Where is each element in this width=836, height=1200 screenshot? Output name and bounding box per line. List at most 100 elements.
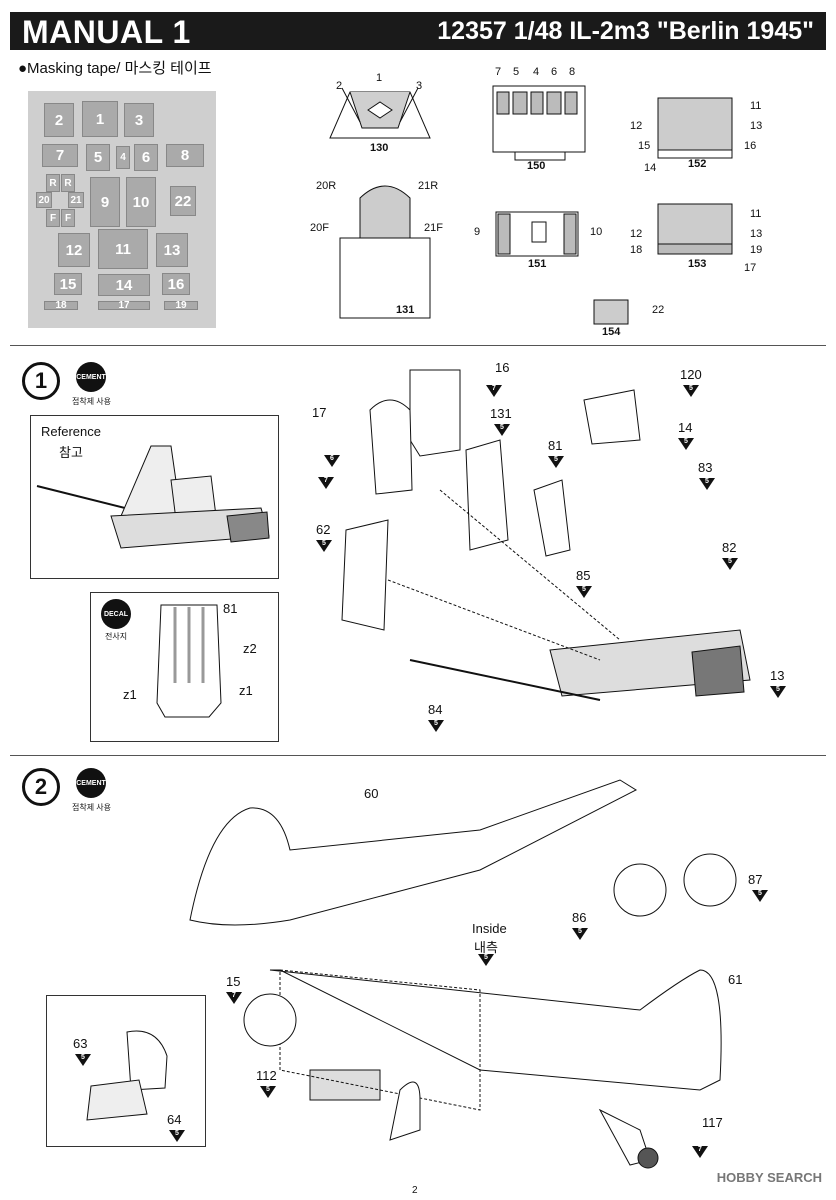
decal-caption: 전사지 bbox=[105, 632, 128, 641]
mask-ref: 20F bbox=[310, 222, 329, 234]
mask-ref: 20R bbox=[316, 180, 337, 192]
inside-label-ko: 내측 bbox=[474, 940, 498, 955]
color-marker: 5 bbox=[169, 1130, 185, 1142]
part-label-83: 83 bbox=[698, 460, 713, 475]
mask-cell: 14 bbox=[98, 274, 150, 296]
decal-icon: DECAL bbox=[101, 599, 131, 629]
section-divider bbox=[10, 755, 826, 756]
color-marker: 6 bbox=[324, 455, 340, 467]
mask-ref: 4 bbox=[533, 66, 540, 78]
decal-box: DECAL 전사지 81 z2 z1 z1 bbox=[90, 592, 279, 742]
mask-cell: 7 bbox=[42, 144, 78, 167]
mask-cell: 21 bbox=[68, 192, 84, 208]
step-number: 1 bbox=[22, 362, 60, 400]
mask-diagram-151: 9 10 151 bbox=[470, 206, 610, 276]
color-marker: 5 bbox=[722, 558, 738, 570]
part-number: 152 bbox=[688, 158, 707, 170]
color-marker: 5 bbox=[548, 456, 564, 468]
reference-label-ko: 참고 bbox=[59, 445, 83, 460]
mask-cell: 19 bbox=[164, 300, 198, 311]
canopy-part-drawing bbox=[329, 87, 431, 139]
part-number: 150 bbox=[527, 160, 546, 172]
part-label-63: 63 bbox=[73, 1036, 88, 1051]
mask-cell: 4 bbox=[116, 146, 130, 169]
page-number: 2 bbox=[412, 1185, 418, 1196]
mask-cell: 22 bbox=[170, 186, 196, 216]
cement-caption: 접착제 사용 bbox=[72, 803, 112, 812]
mask-cell: 2 bbox=[44, 103, 74, 137]
step2-fuselage-drawing bbox=[189, 779, 737, 1169]
part-number: 153 bbox=[688, 258, 707, 270]
windscreen-part-drawing bbox=[492, 85, 586, 161]
mask-cell: 16 bbox=[162, 273, 190, 295]
part-number: 154 bbox=[602, 326, 621, 338]
mask-ref: 18 bbox=[630, 244, 643, 256]
decal-ref: 81 bbox=[223, 601, 238, 616]
color-marker: 7 bbox=[486, 385, 502, 397]
mask-diagram-153: 11 12 13 18 19 17 153 bbox=[626, 198, 766, 278]
mask-diagram-131: 20R 21R 20F 21F 131 bbox=[310, 176, 450, 326]
page-header: MANUAL 1 12357 1/48 IL-2m3 "Berlin 1945" bbox=[10, 12, 826, 50]
color-marker: 5 bbox=[316, 540, 332, 552]
part-label-117: 117 bbox=[702, 1115, 723, 1130]
mask-cell: 11 bbox=[98, 229, 148, 269]
mask-cell: F bbox=[61, 209, 75, 227]
rear-canopy-part-drawing bbox=[339, 185, 431, 319]
color-marker: 5 bbox=[576, 586, 592, 598]
color-marker: 5 bbox=[752, 890, 768, 902]
cement-icon: CEMENT bbox=[76, 768, 106, 798]
mask-ref: 11 bbox=[750, 208, 762, 220]
mask-ref: 14 bbox=[644, 162, 657, 174]
decal-ref: z1 bbox=[123, 687, 137, 702]
mask-cell: 8 bbox=[166, 144, 204, 167]
mask-ref: 3 bbox=[416, 80, 423, 92]
masking-tape-label: ●Masking tape/ 마스킹 테이프 bbox=[18, 60, 212, 77]
mask-cell: R bbox=[61, 174, 75, 192]
color-marker: 5 bbox=[478, 954, 494, 966]
cement-caption: 접착제 사용 bbox=[72, 397, 112, 406]
mask-ref: 5 bbox=[513, 66, 520, 78]
seat-decal-drawing bbox=[156, 604, 222, 718]
detail-box: 63 5 64 5 bbox=[46, 995, 206, 1147]
mask-cell: 12 bbox=[58, 233, 90, 267]
mask-ref: 17 bbox=[744, 262, 757, 274]
reference-box: Reference 참고 bbox=[30, 415, 279, 579]
side-window-part-drawing bbox=[495, 211, 579, 257]
part-label-61: 61 bbox=[728, 972, 743, 987]
mask-ref: 7 bbox=[495, 66, 502, 78]
mask-ref: 13 bbox=[750, 120, 763, 132]
part-label-14: 14 bbox=[678, 420, 693, 435]
mask-cell: 15 bbox=[54, 273, 82, 295]
decal-ref: z2 bbox=[243, 641, 257, 656]
inside-label-en: Inside bbox=[472, 921, 507, 936]
mask-diagram-130: 2 1 3 130 bbox=[320, 70, 440, 160]
mask-diagram-150: 7 5 4 6 8 150 bbox=[485, 64, 595, 174]
part-label-62: 62 bbox=[316, 522, 331, 537]
mask-cell: 18 bbox=[44, 300, 78, 311]
color-marker: 5 bbox=[428, 720, 444, 732]
mask-cell: 13 bbox=[156, 233, 188, 267]
color-marker: 5 bbox=[683, 385, 699, 397]
part-label-13: 13 bbox=[770, 668, 785, 683]
part-label-84: 84 bbox=[428, 702, 443, 717]
mask-cell: 20 bbox=[36, 192, 52, 208]
part-label-120: 120 bbox=[680, 367, 702, 382]
color-marker: 5 bbox=[678, 438, 694, 450]
mask-cell: 10 bbox=[126, 177, 156, 227]
color-marker: 5 bbox=[494, 424, 510, 436]
color-marker: 5 bbox=[699, 478, 715, 490]
color-marker: 5 bbox=[260, 1086, 276, 1098]
kit-title: 12357 1/48 IL-2m3 "Berlin 1945" bbox=[437, 17, 814, 45]
step1-exploded-drawing bbox=[341, 369, 751, 701]
color-marker: 7 bbox=[318, 477, 334, 489]
mask-cell: 9 bbox=[90, 177, 120, 227]
color-marker: 7 bbox=[226, 992, 242, 1004]
mask-cell: R bbox=[46, 174, 60, 192]
mask-cell: 5 bbox=[86, 144, 110, 171]
part-label-86: 86 bbox=[572, 910, 587, 925]
mask-cell: 1 bbox=[82, 101, 118, 137]
mask-ref: 1 bbox=[376, 72, 383, 84]
part-number: 151 bbox=[528, 258, 547, 270]
mask-cell: 3 bbox=[124, 103, 154, 137]
mask-ref: 21R bbox=[418, 180, 439, 192]
